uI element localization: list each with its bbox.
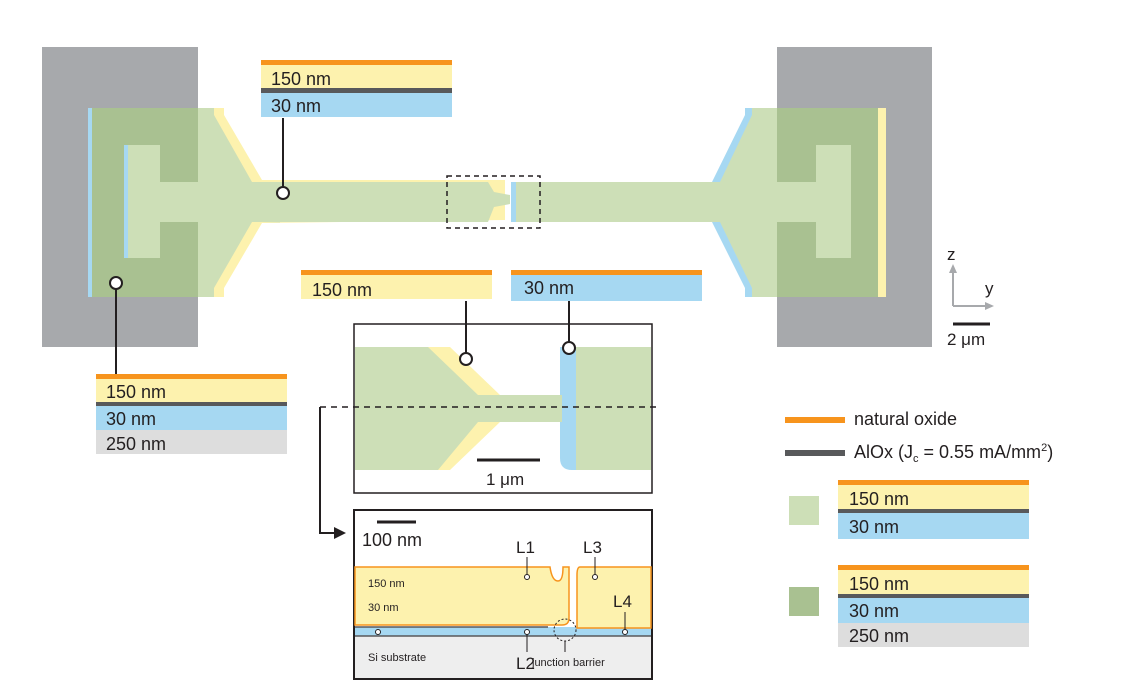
stack-mid-30: 30 nm bbox=[524, 278, 574, 298]
zoom-scale-bar-label: 1 μm bbox=[486, 470, 524, 489]
legend-b-30: 30 nm bbox=[849, 601, 899, 621]
axis-y-label: y bbox=[985, 279, 994, 298]
cs-substrate: Si substrate bbox=[368, 652, 426, 664]
stack-label-bottom-left: 150 nm 30 nm 250 nm bbox=[96, 374, 287, 454]
cs-scale-bar-label: 100 nm bbox=[362, 530, 422, 550]
cs-layer-30: 30 nm bbox=[368, 602, 399, 614]
cs-label-L1: L1 bbox=[516, 538, 535, 557]
axis-z-label: z bbox=[947, 245, 956, 264]
device-top-view bbox=[42, 47, 932, 374]
right-pad-overlap bbox=[777, 108, 878, 297]
callout-pin-top bbox=[276, 186, 290, 200]
right-inner-frame bbox=[777, 145, 851, 258]
cs-label-L2: L2 bbox=[516, 654, 535, 673]
left-inner-frame-edge bbox=[124, 145, 128, 258]
stack-mid-150: 150 nm bbox=[312, 280, 372, 300]
callout-pin-left bbox=[109, 276, 123, 290]
legend-alox: AlOx (Jc = 0.55 mA/mm2) bbox=[854, 442, 1053, 465]
legend-b-250: 250 nm bbox=[849, 626, 909, 646]
stack-bl-150: 150 nm bbox=[106, 382, 166, 402]
stack-bl-250: 250 nm bbox=[106, 434, 166, 454]
legend-natural-oxide: natural oxide bbox=[854, 409, 957, 429]
left-pad-overlap bbox=[92, 108, 198, 297]
cs-layer-150: 150 nm bbox=[368, 578, 405, 590]
legend-swatch-dark-green bbox=[789, 587, 819, 616]
legend-a-30: 30 nm bbox=[849, 517, 899, 537]
main-scale-bar-label: 2 μm bbox=[947, 330, 985, 349]
legend-swatch-light-green bbox=[789, 496, 819, 525]
stack-top-150: 150 nm bbox=[271, 69, 331, 89]
stack-label-mid-left: 150 nm bbox=[301, 270, 492, 300]
axes-indicator: z y bbox=[947, 245, 994, 310]
cs-junction-barrier: junction barrier bbox=[531, 657, 605, 669]
cs-label-L4: L4 bbox=[613, 592, 632, 611]
stack-top-30: 30 nm bbox=[271, 96, 321, 116]
cross-section: 100 nm L1 L3 L4 L2 150 nm 30 nm Si subst… bbox=[353, 509, 653, 680]
legend: natural oxide AlOx (Jc = 0.55 mA/mm2) 15… bbox=[785, 409, 1053, 647]
stack-bl-30: 30 nm bbox=[106, 409, 156, 429]
legend-a-150: 150 nm bbox=[849, 489, 909, 509]
stack-label-top: 150 nm 30 nm bbox=[261, 60, 452, 117]
left-inner-frame bbox=[124, 145, 198, 258]
stack-label-mid-right: 30 nm bbox=[511, 270, 702, 301]
legend-b-150: 150 nm bbox=[849, 574, 909, 594]
zoom-region-box bbox=[446, 175, 541, 229]
cs-label-L3: L3 bbox=[583, 538, 602, 557]
right-electrode-top-edge bbox=[878, 108, 886, 297]
zoom-inset: 1 μm bbox=[319, 301, 660, 539]
